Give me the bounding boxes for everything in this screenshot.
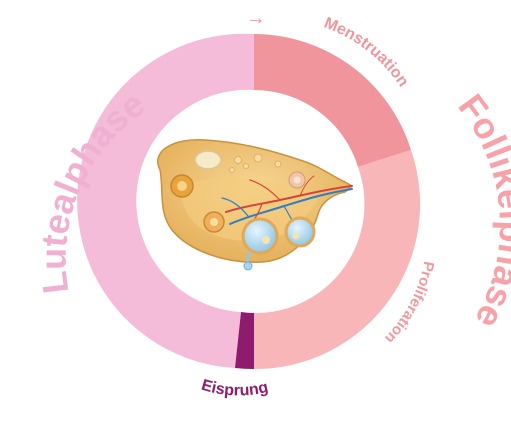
developing-follicle-left — [203, 211, 225, 233]
corpus-luteum — [170, 174, 194, 198]
secondary-follicle — [284, 216, 316, 248]
graafian-follicle — [241, 217, 279, 255]
released-oocyte — [243, 251, 253, 271]
proliferation-segment — [254, 150, 421, 370]
ovary-illustration — [157, 139, 354, 271]
corpus-albicans — [194, 150, 222, 170]
primordial-follicles — [229, 153, 282, 173]
menstruation-segment — [254, 34, 411, 167]
eisprung-label: Eisprung — [199, 377, 269, 400]
eisprung-segment — [235, 312, 254, 370]
growing-follicle-right — [288, 171, 306, 189]
lutealphase-segment — [77, 33, 254, 369]
follikelphase-label: Follikelphase — [451, 86, 511, 335]
direction-arrow-icon: → — [245, 6, 266, 29]
